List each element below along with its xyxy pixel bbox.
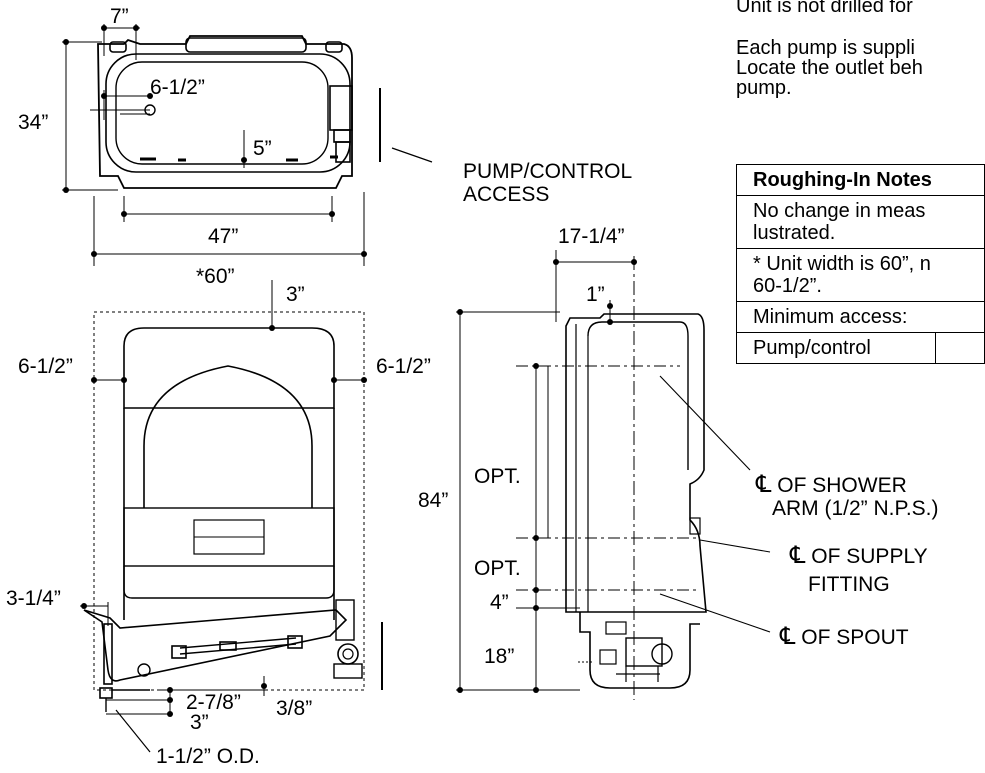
centerline-symbol: ℄ <box>756 471 772 498</box>
pump-access-line2: ACCESS <box>463 183 550 206</box>
dim-3-bottom: 3” <box>190 711 209 734</box>
supply-line1: OF SUPPLY <box>811 545 928 568</box>
table-row: Minimum access: <box>736 301 985 333</box>
note-line2: Each pump is suppli <box>736 37 915 59</box>
dim-6-1-2-top: 6-1/2” <box>150 76 205 99</box>
dim-34: 34” <box>18 111 49 134</box>
roughing-in-notes-table: Roughing-In Notes No change in meas lust… <box>736 164 985 364</box>
dim-18: 18” <box>484 645 515 668</box>
table-header: Roughing-In Notes <box>736 164 985 196</box>
dim-3-1-4: 3-1/4” <box>6 587 61 610</box>
dim-17-1-4: 17-1/4” <box>558 225 625 248</box>
dim-2-7-8: 2-7/8” <box>186 691 241 714</box>
table-row: No change in meas lustrated. <box>736 195 985 249</box>
spout-callout: ℄ OF SPOUT <box>780 623 909 650</box>
note-line4: pump. <box>736 77 792 99</box>
dim-1-1-2-od: 1-1/2” O.D. <box>156 745 260 768</box>
table-row: * Unit width is 60”, n 60-1/2”. <box>736 248 985 302</box>
row2-line1: * Unit width is 60”, n <box>753 253 931 275</box>
dim-3-top: 3” <box>286 283 305 306</box>
spout-label: OF SPOUT <box>801 626 909 649</box>
dim-4: 4” <box>490 591 509 614</box>
shower-arm-line2: ARM (1/2” N.P.S.) <box>772 497 939 520</box>
centerline-symbol: ℄ <box>790 542 806 569</box>
note-line3: Locate the outlet beh <box>736 57 923 79</box>
opt-lower: OPT. <box>474 557 521 580</box>
front-view <box>80 280 383 753</box>
side-view <box>456 250 771 700</box>
dim-6-1-2-right: 6-1/2” <box>376 355 431 378</box>
supply-line2: FITTING <box>808 573 890 596</box>
dim-6-1-2-left: 6-1/2” <box>18 355 73 378</box>
top-view <box>62 24 433 266</box>
dim-7: 7” <box>110 5 129 28</box>
row2-line2: 60-1/2”. <box>753 275 822 297</box>
row1-line1: No change in meas <box>753 200 926 222</box>
dim-3-8: 3/8” <box>276 697 313 720</box>
table-cell <box>934 332 985 364</box>
dim-1: 1” <box>586 283 605 306</box>
table-cell: Pump/control <box>736 332 936 364</box>
note-line1: Unit is not drilled for <box>736 0 913 17</box>
pump-access-line1: PUMP/CONTROL <box>463 160 633 183</box>
supply-callout: ℄ OF SUPPLY <box>790 542 928 569</box>
dim-47: 47” <box>208 225 239 248</box>
shower-arm-line1: OF SHOWER <box>777 474 907 497</box>
opt-upper: OPT. <box>474 465 521 488</box>
dim-84: 84” <box>418 489 449 512</box>
dim-5: 5” <box>253 137 272 160</box>
dim-60: *60” <box>196 265 235 288</box>
shower-arm-callout: ℄ OF SHOWER <box>756 471 907 498</box>
centerline-symbol: ℄ <box>780 623 796 650</box>
row1-line2: lustrated. <box>753 222 836 244</box>
